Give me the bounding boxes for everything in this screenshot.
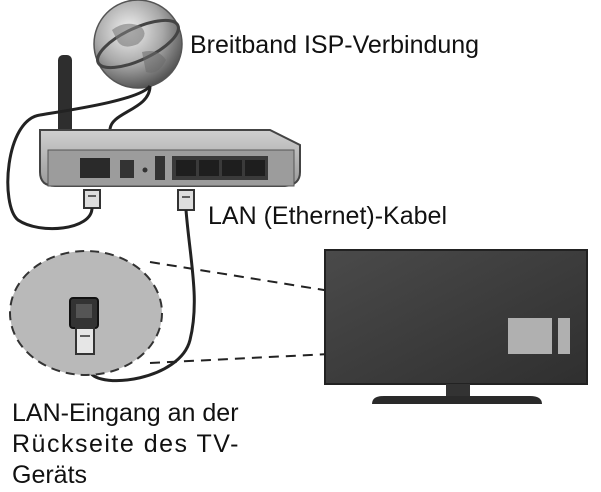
tv-back-zoom <box>9 250 163 376</box>
power-jack <box>120 160 134 178</box>
tv-stand-neck <box>446 384 470 398</box>
tv-lan-input-label-line2: Rückseite des TV- <box>12 430 240 458</box>
router <box>39 129 301 187</box>
globe-icon <box>93 0 183 89</box>
tv-lan-input-label-line3: Geräts <box>12 461 88 489</box>
tv-lan-input-label-line1: LAN-Eingang an der <box>12 399 239 427</box>
wan-cable <box>6 84 152 231</box>
lan-plug <box>177 189 195 211</box>
isp-cable <box>108 85 152 131</box>
wan-plug <box>83 189 101 209</box>
power-switch <box>155 156 165 180</box>
wan-port <box>80 158 110 178</box>
tv-stand-base <box>372 396 542 404</box>
lan-input-plug <box>75 327 95 355</box>
tv-input-panel <box>508 318 552 354</box>
tv <box>324 249 588 404</box>
tv-lan-input-label: LAN-Eingang an der Rückseite des TV- Ger… <box>12 398 240 491</box>
isp-connection-label: Breitband ISP-Verbindung <box>190 31 480 59</box>
lan-cable-label: LAN (Ethernet)-Kabel <box>208 202 448 230</box>
zoom-line-top <box>149 261 511 321</box>
zoom-line-bottom <box>149 344 511 364</box>
